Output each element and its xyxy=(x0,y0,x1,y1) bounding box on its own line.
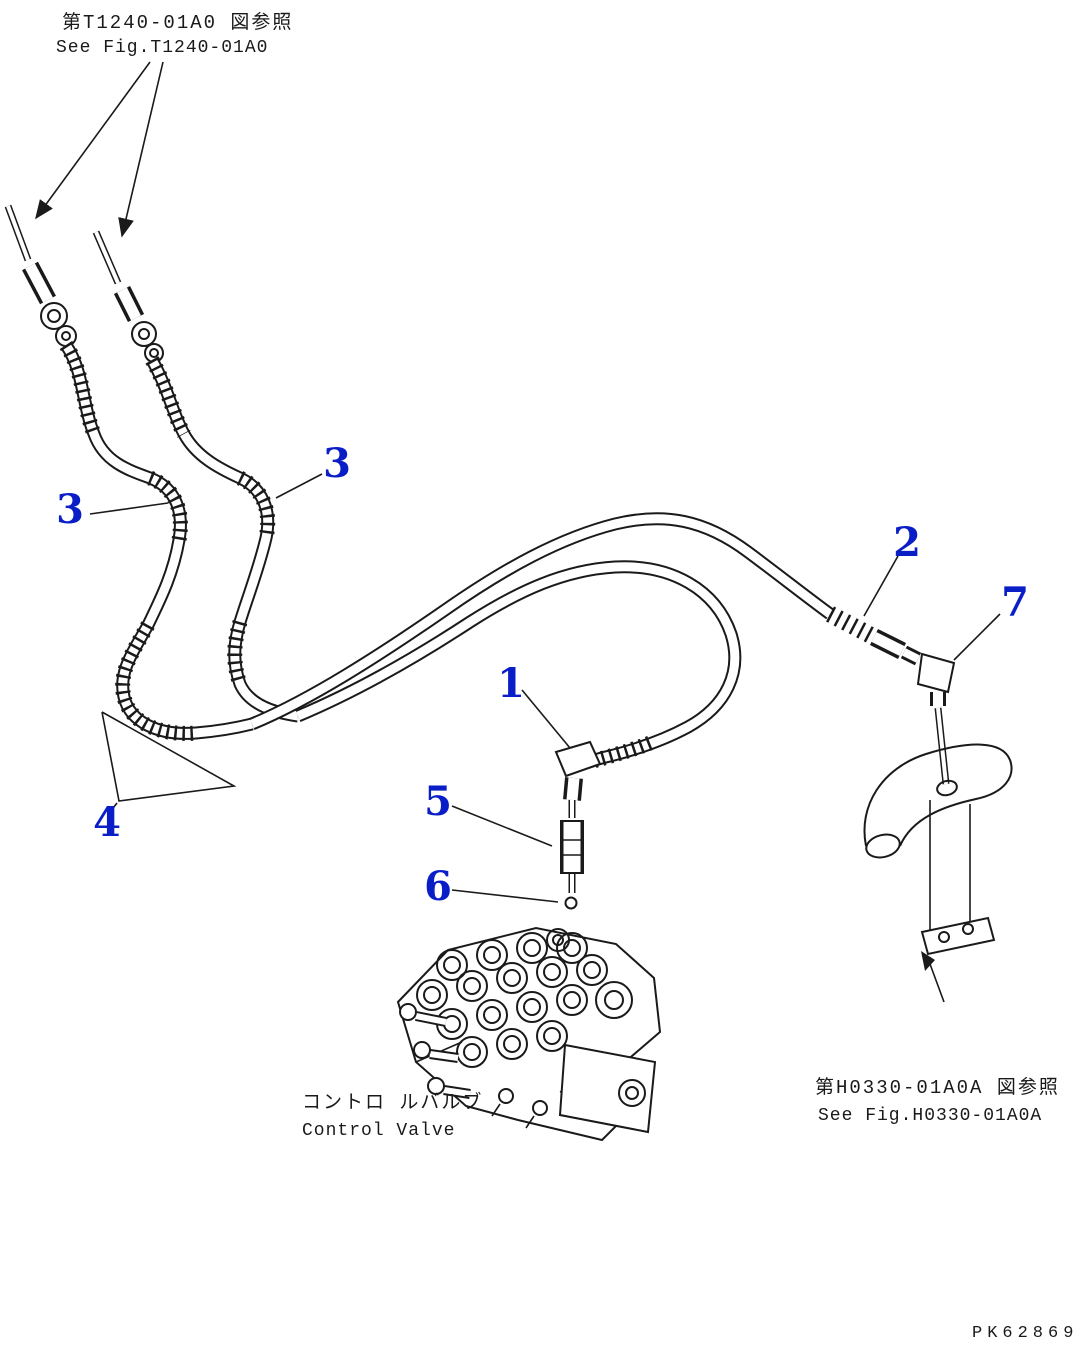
spiral-wrap xyxy=(227,619,248,687)
callout-3-right: 3 xyxy=(323,440,351,487)
control-valve-label-jp: コントロ ルバルブ xyxy=(302,1090,483,1114)
eye-fitting-left xyxy=(40,302,68,330)
tube-opening xyxy=(865,833,901,859)
callout-4: 4 xyxy=(93,799,121,846)
hose-end-fitting xyxy=(826,606,922,666)
inline-valve xyxy=(560,800,584,893)
callout-1: 1 xyxy=(497,660,525,707)
callout-6: 6 xyxy=(424,863,452,910)
leader-lines xyxy=(89,473,1001,903)
valve-end-block xyxy=(491,1043,657,1134)
valve-spools xyxy=(399,1003,471,1099)
spiral-wrap xyxy=(59,340,102,437)
bracket-hole xyxy=(936,779,958,797)
eye-fitting-right xyxy=(131,321,157,347)
hose-left xyxy=(4,204,254,741)
callout-5: 5 xyxy=(424,778,452,825)
drawing-code: PK62869 xyxy=(972,1324,1078,1343)
spiral-wrap xyxy=(145,356,191,438)
reference-arrowhead xyxy=(921,951,935,971)
callout-numbers: 3 3 4 1 5 6 2 7 xyxy=(56,440,1029,910)
spiral-wrap-3b xyxy=(236,471,276,540)
hose-right xyxy=(92,230,299,723)
ref-top-left-jp: 第T1240-01A0 図参照 xyxy=(62,11,293,34)
ref-bottom-right-jp: 第H0330-01A0A 図参照 xyxy=(815,1076,1060,1099)
ball xyxy=(564,896,578,910)
hose-run-upper xyxy=(249,512,834,731)
text-annotations: 第T1240-01A0 図参照 See Fig.T1240-01A0 第H033… xyxy=(56,11,1078,1343)
control-valve-label-en: Control Valve xyxy=(302,1121,455,1141)
callout-3-left: 3 xyxy=(56,486,84,533)
ref-top-left-en: See Fig.T1240-01A0 xyxy=(56,38,268,58)
elbow-fitting-top xyxy=(554,740,602,801)
mount-bracket xyxy=(863,743,1013,1003)
callout-7: 7 xyxy=(1001,579,1029,626)
control-valve-drawing xyxy=(396,926,662,1142)
elbow-fitting-right xyxy=(916,652,956,785)
top-left-reference-arrows xyxy=(35,61,164,238)
item4-pointer-triangle xyxy=(101,711,237,813)
spiral-wrap xyxy=(115,621,197,741)
callout-2: 2 xyxy=(893,519,921,566)
ref-bottom-right-en: See Fig.H0330-01A0A xyxy=(818,1106,1042,1126)
bracket-foot xyxy=(920,916,996,956)
